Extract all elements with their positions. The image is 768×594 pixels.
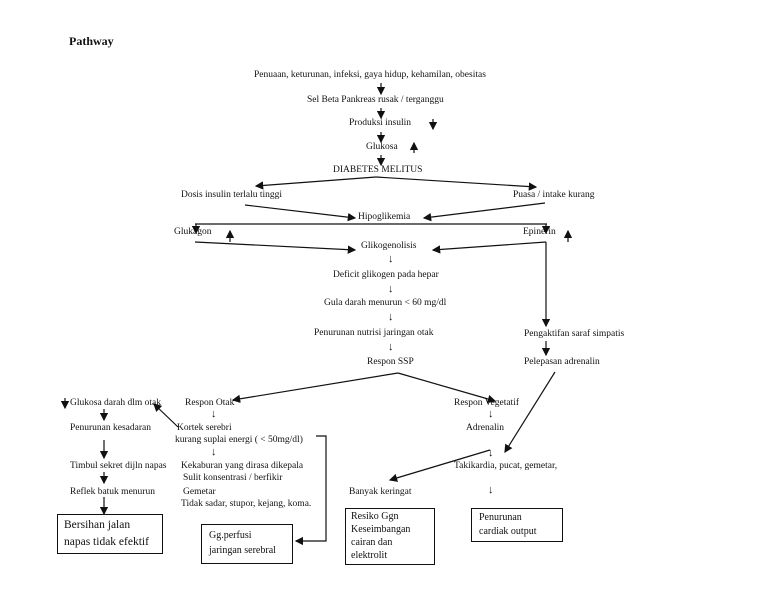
node-beta-cells: Sel Beta Pankreas rusak / terganggu [307,95,444,105]
thin-down-arrow-icon: ↓ [488,447,494,459]
arrow-dm-fasting [375,176,538,191]
node-insulin-dose: Dosis insulin terlalu tinggi [181,190,283,200]
symptom-item: Sulit konsentrasi / berfikir [183,473,283,483]
page-title: Pathway [69,34,114,48]
node-blood-sugar-drop: Gula darah menurun < 60 mg/dl [324,298,447,308]
node-brain-nutrition-drop: Penurunan nutrisi jaringan otak [314,328,434,338]
node-energy-supply: kurang suplai energi ( < 50mg/dl) [175,435,303,445]
node-glycogenolysis: Glikogenolisis [361,241,417,251]
thin-down-arrow-icon: ↓ [488,484,494,496]
node-cns-response: Respon SSP [367,357,414,367]
thin-down-arrow-icon: ↓ [388,341,394,353]
node-cerebral-cortex: Kortek serebri [177,423,232,433]
node-adrenalin: Adrenalin [466,423,504,433]
diagnosis-box-fluid: Resiko Ggn Keseimbangan cairan dan elekt… [345,508,435,565]
thin-down-arrow-icon: ↓ [211,446,217,458]
node-causes: Penuaan, keturunan, infeksi, gaya hidup,… [254,70,486,80]
diagnosis-line: elektrolit [351,550,388,561]
arrow-dose-hypo [244,204,357,222]
diagnosis-line: Penurunan [479,512,522,523]
diagnosis-box-perfusion: Gg.perfusi jaringan serebral [201,524,293,564]
diagnosis-line: cairan dan [351,537,393,548]
diagnosis-line: Gg.perfusi [209,530,252,541]
node-sweating: Banyak keringat [349,487,412,497]
thin-down-arrow-icon: ↓ [388,311,394,323]
diagnosis-line: Bersihan jalan [64,519,131,531]
node-brain-response: Respon Otak [185,398,235,408]
diagnosis-line: jaringan serebral [209,545,276,556]
node-sympathetic-activation: Pengaktifan saraf simpatis [524,329,625,339]
node-insulin-production: Produksi insulin [349,118,412,128]
node-secretion: Timbul sekret dijln napas [70,461,167,471]
thin-down-arrow-icon: ↓ [488,408,494,420]
thin-down-arrow-icon: ↓ [388,283,394,295]
node-tachycardia: Takikardia, pucat, gemetar, [454,461,558,471]
node-hypoglycemia: Hipoglikemia [358,212,411,222]
node-glycogen-deficit: Deficit glikogen pada hepar [333,270,439,280]
node-adrenaline-release: Pelepasan adrenalin [524,357,600,367]
arrow-fasting-hypo [422,202,546,222]
node-brain-glucose: Glukosa darah dlm otak [70,398,162,408]
node-vegetative-response: Respon Vegetatif [454,398,519,408]
node-consciousness-drop: Penurunan kesadaran [70,423,151,433]
arrow-cortex-brainglucose [153,403,179,428]
node-glucagon: Glukagon [174,227,212,237]
arrow-dm-dose [254,176,377,190]
diagnosis-line: napas tidak efektif [64,536,149,548]
symptom-item: Tidak sadar, stupor, kejang, koma. [181,499,312,509]
arrow-adrenaline-tachy [504,371,556,454]
diagnosis-line: Resiko Ggn [351,511,399,522]
node-cough-reflex: Reflek batuk menurun [70,487,155,497]
arrow-ssp-otak [231,372,399,403]
node-epinephrine: Epinerin [523,227,556,237]
arrow-energy-perfusion [294,435,327,546]
thin-down-arrow-icon: ↓ [211,408,217,420]
node-diabetes-melitus: DIABETES MELITUS [333,165,423,175]
arrow-glucagon-glyco [194,241,357,254]
diagnosis-box-cardiac: Penurunan cardiak output [471,508,563,542]
arrow-adrenalin-sweat [388,449,491,482]
diagnosis-line: Keseimbangan [351,524,411,535]
arrow-epinerin-glyco [431,241,547,254]
arrow-ssp-vegetatif [397,372,497,404]
diagnosis-line: cardiak output [479,526,537,537]
node-glucose: Glukosa [366,142,398,152]
node-fasting: Puasa / intake kurang [513,190,595,200]
symptom-item: Gemetar [183,487,216,497]
diagnosis-box-airway: Bersihan jalan napas tidak efektif [57,514,163,554]
symptom-item: Kekaburan yang dirasa dikepala [181,461,304,471]
thin-down-arrow-icon: ↓ [388,253,394,265]
